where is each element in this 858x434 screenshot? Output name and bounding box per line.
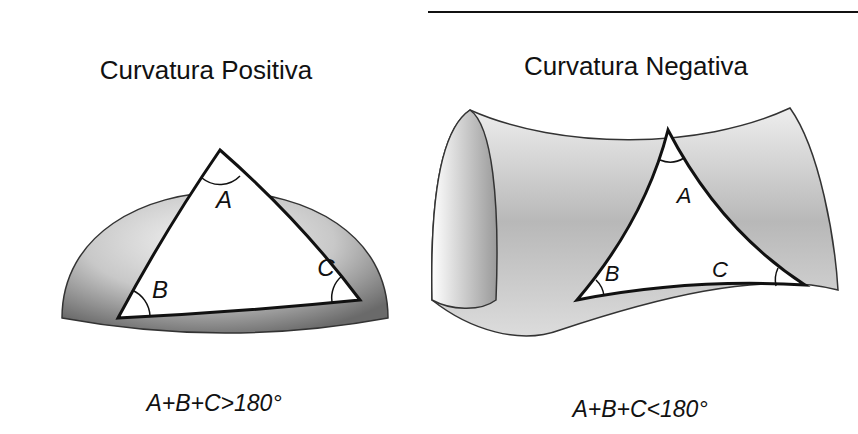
- angle-sum: A+B+C<180°: [572, 397, 707, 422]
- angle-label: A: [677, 184, 692, 208]
- angle-label: C: [712, 258, 728, 282]
- saddle-surface: [432, 108, 838, 336]
- angle-label: B: [605, 262, 620, 286]
- angle-label: C: [317, 255, 334, 281]
- angle-label: B: [152, 277, 168, 303]
- angle-sum: A+B+C>180°: [146, 391, 281, 416]
- panel-heading: Curvatura Positiva: [100, 56, 312, 85]
- hemisphere: [62, 150, 388, 333]
- angle-label: A: [216, 187, 232, 213]
- panel-heading: Curvatura Negativa: [524, 52, 748, 81]
- rule-line: [428, 11, 858, 13]
